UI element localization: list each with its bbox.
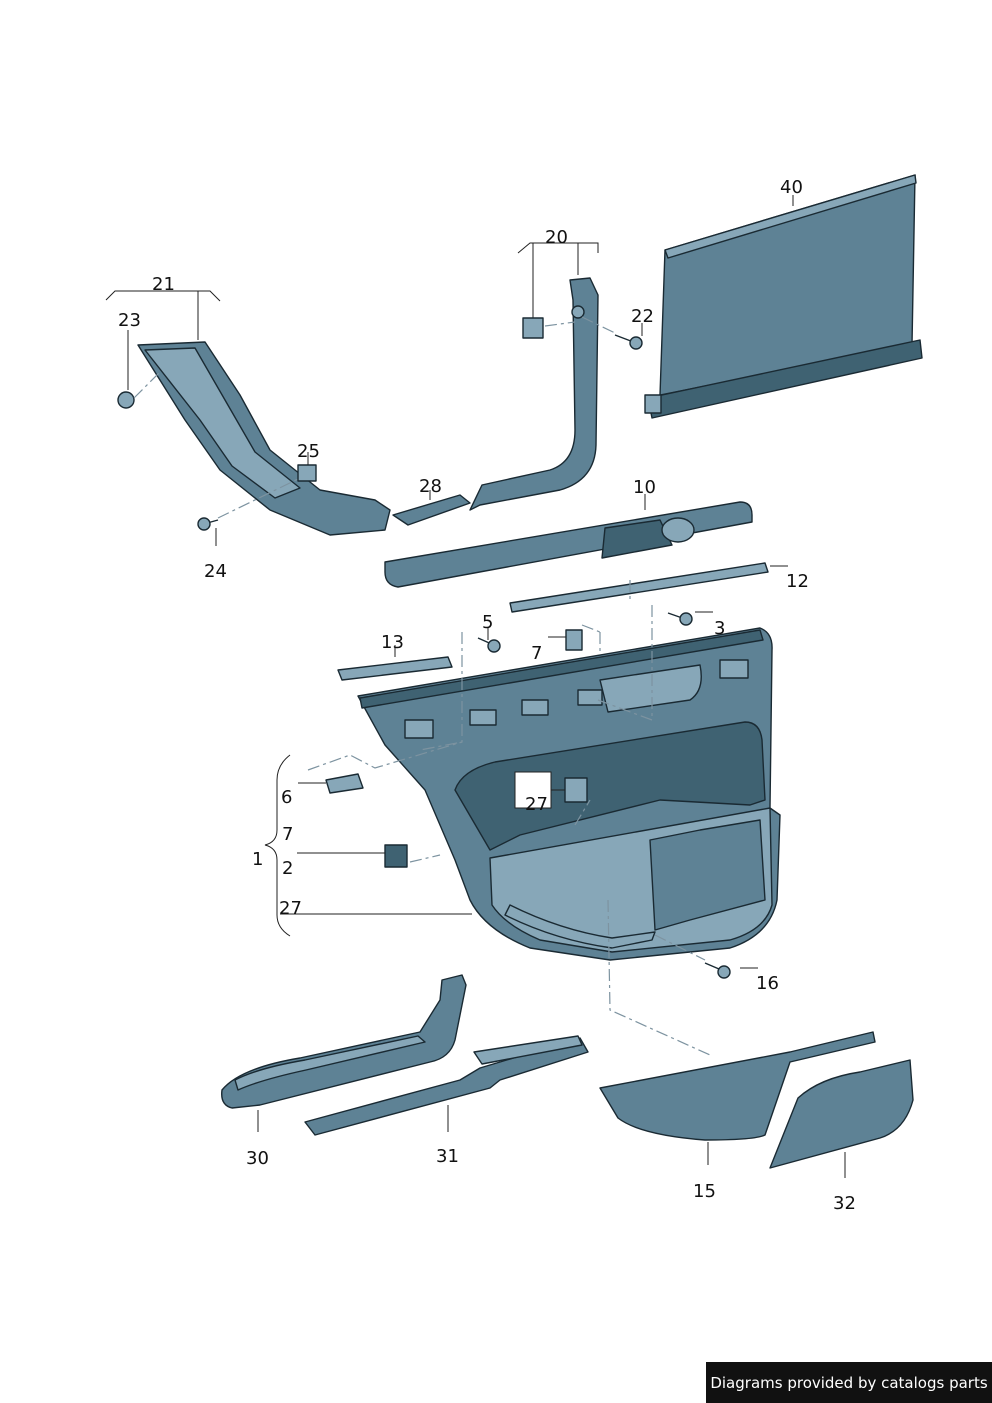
part-28-clip-bar [392,490,471,526]
callout-22: 22 [631,306,654,327]
callout-27-lower: 27 [279,898,302,919]
part-30-armrest [221,974,467,1132]
callout-23: 23 [118,310,141,331]
callout-21: 21 [152,274,175,295]
part-7-clip-upper [548,624,601,652]
callout-15: 15 [693,1181,716,1202]
callout-6: 6 [281,787,292,808]
callout-7-lower: 7 [282,824,293,845]
callout-24: 24 [204,561,227,582]
part-31-lower-strip [304,1035,589,1136]
callout-30: 30 [246,1148,269,1169]
callout-1: 1 [252,849,263,870]
callout-3: 3 [714,618,725,639]
part-13-trim-strip [337,645,453,681]
part-6-switch [298,773,364,794]
part-15-pocket-panel [599,1031,876,1165]
group-1-bracket [264,754,472,937]
callout-28: 28 [419,476,442,497]
part-10-upper-trim [384,494,753,588]
part-21-trim-bracket [105,290,391,536]
part-5-screw [477,628,501,653]
callout-7-upper: 7 [531,643,542,664]
callout-16: 16 [756,973,779,994]
callout-32: 32 [833,1193,856,1214]
callout-40: 40 [780,177,803,198]
part-16-screw [704,962,758,979]
part-3-screw [667,611,713,626]
callout-13: 13 [381,632,404,653]
part-25-clip [297,452,317,482]
part-27-connector-upper [514,771,588,809]
callout-2: 2 [282,858,293,879]
callout-27-upper: 27 [525,794,548,815]
part-24-screw [197,477,301,546]
callout-labels: 40 20 21 22 23 25 28 10 24 12 5 3 13 7 2… [118,177,856,1214]
callout-25: 25 [297,441,320,462]
assembly-dash-lines [307,580,711,1056]
callout-10: 10 [633,477,656,498]
callout-12: 12 [786,571,809,592]
part-40-sunshade [644,174,923,419]
callout-5: 5 [482,612,493,633]
part-22-screw [581,316,643,350]
callout-31: 31 [436,1146,459,1167]
part-20-trim-bracket [469,242,599,511]
callout-20: 20 [545,227,568,248]
credit-banner: Diagrams provided by catalogs parts [706,1362,992,1403]
part-32-pocket-lid [769,1059,914,1178]
part-12-window-strip [509,562,788,613]
part-2-clip [297,844,408,868]
